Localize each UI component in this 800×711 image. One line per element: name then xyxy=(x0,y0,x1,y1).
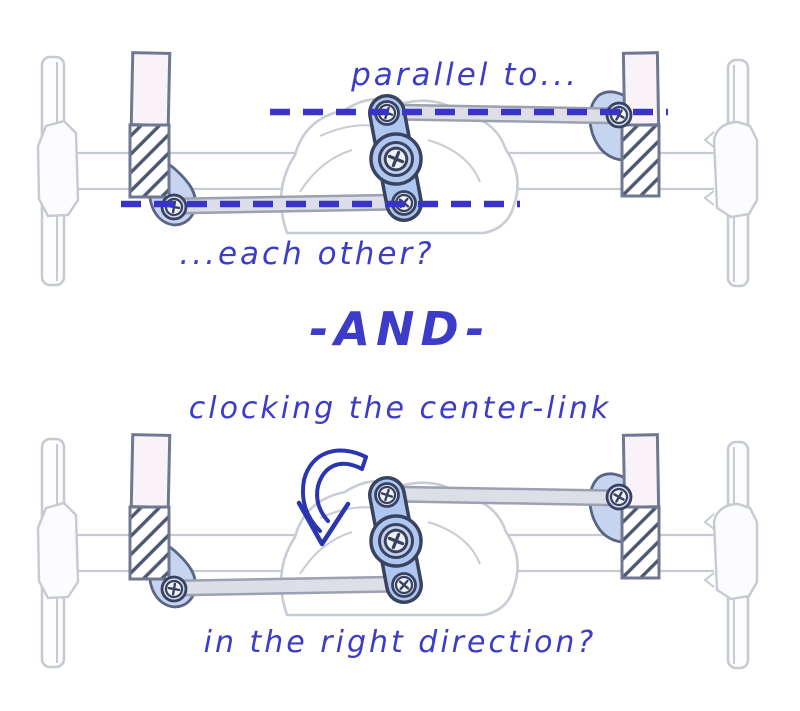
annotation-direction: in the right direction? xyxy=(204,625,597,660)
annotation-and: -AND- xyxy=(309,302,490,356)
top-diagram xyxy=(38,53,757,286)
bottom-diagram xyxy=(38,435,757,668)
annotation-each-other: ...each other? xyxy=(179,236,434,272)
rotation-arrow-icon xyxy=(296,448,368,547)
annotation-clocking: clocking the center-link xyxy=(189,391,612,426)
annotation-parallel-to: parallel to... xyxy=(350,57,579,93)
